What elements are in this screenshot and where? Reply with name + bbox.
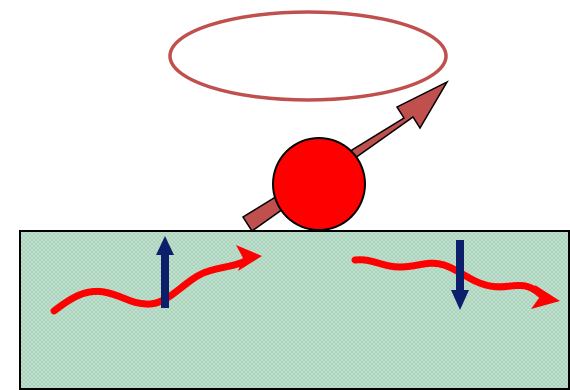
- spin-down-shaft: [456, 240, 464, 292]
- spin-up-shaft: [161, 252, 169, 308]
- surface-slab: [20, 231, 569, 389]
- orbit-ring: [170, 12, 446, 100]
- particle-sphere: [273, 138, 365, 230]
